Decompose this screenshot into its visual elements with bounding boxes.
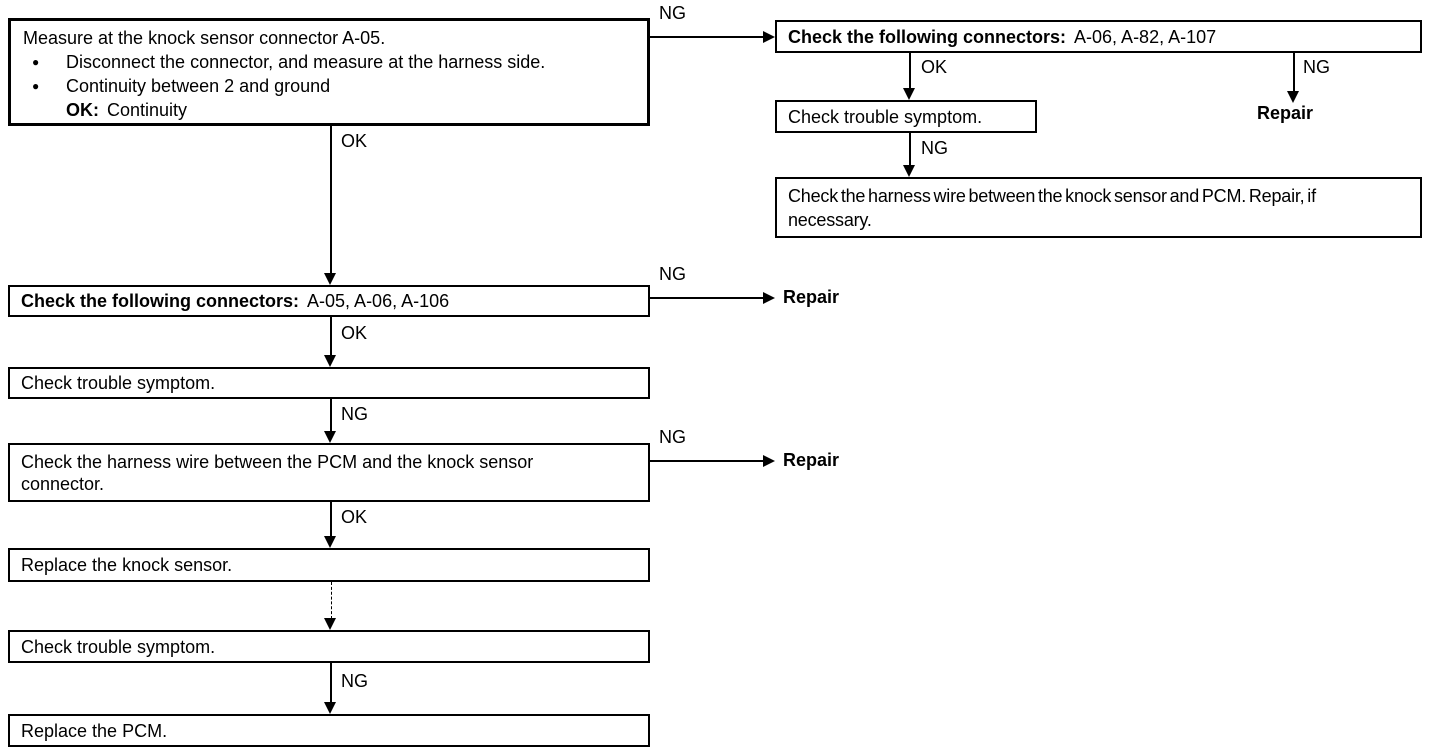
step-check-connectors-a05-a06-a106: Check the following connectors: A-05, A-0… — [8, 285, 650, 317]
step-label: Check trouble symptom. — [21, 373, 216, 393]
step-label-bold: Check the following connectors: — [788, 26, 1067, 47]
step-title: Measure at the knock sensor connector A-… — [23, 28, 386, 48]
bullet-icon: ● — [32, 55, 40, 69]
connector-line-ng-1 — [330, 399, 332, 432]
edge-label-ok: OK — [341, 131, 368, 151]
edge-label-ng: NG — [341, 404, 368, 424]
bullet-text: Continuity between 2 and ground — [66, 76, 331, 96]
edge-label-ng: NG — [341, 671, 368, 691]
arrowhead-down-icon — [324, 618, 336, 630]
bullet-line: ● Continuity between 2 and ground — [23, 74, 635, 98]
step-label: Check trouble symptom. — [788, 106, 983, 127]
step-replace-pcm: Replace the PCM. — [8, 714, 650, 747]
connector-line-ng-right-2 — [909, 133, 911, 166]
edge-label-ng: NG — [659, 427, 686, 447]
terminal-repair-2: Repair — [783, 450, 840, 470]
arrowhead-down-icon — [324, 702, 336, 714]
arrowhead-right-icon — [763, 455, 775, 467]
arrowhead-down-icon — [903, 88, 915, 100]
connector-line-ng-repair-1 — [650, 297, 764, 299]
arrowhead-down-icon — [324, 273, 336, 285]
step-label: Check the harness wire between the knock… — [788, 185, 1316, 230]
connector-line-ng-repair-2 — [650, 460, 764, 462]
edge-label-ng: NG — [921, 138, 948, 158]
arrowhead-right-icon — [763, 31, 775, 43]
ok-condition-value: Continuity — [107, 100, 188, 120]
step-check-trouble-symptom-2: Check trouble symptom. — [8, 630, 650, 663]
connector-line-ok-1 — [330, 126, 332, 274]
terminal-repair-1: Repair — [783, 287, 840, 307]
step-check-connectors-a06-a82-a107: Check the following connectors: A-06, A-8… — [775, 20, 1422, 53]
step-label: Replace the PCM. — [21, 720, 168, 741]
terminal-repair-3: Repair — [1257, 103, 1314, 123]
step-label-rest: A-06, A-82, A-107 — [1074, 26, 1217, 47]
step-measure-knock-sensor-connector: Measure at the knock sensor connector A-… — [8, 18, 650, 126]
edge-label-ok: OK — [341, 323, 368, 343]
bullet-line: ● Disconnect the connector, and measure … — [23, 50, 635, 74]
edge-label-ng: NG — [659, 264, 686, 284]
edge-label-ok: OK — [921, 57, 948, 77]
edge-label-ng: NG — [1303, 57, 1330, 77]
ok-condition-label: OK: — [66, 100, 99, 120]
step-label-rest: A-05, A-06, A-106 — [307, 291, 450, 311]
ok-condition-line: OK: Continuity — [66, 98, 635, 122]
step-check-harness-knock-sensor-pcm: Check the harness wire between the knock… — [775, 177, 1422, 238]
arrowhead-right-icon — [763, 292, 775, 304]
bullet-icon: ● — [32, 79, 40, 93]
step-label: Replace the knock sensor. — [21, 555, 233, 575]
arrowhead-down-icon — [324, 355, 336, 367]
connector-line-ok-2 — [330, 317, 332, 356]
connector-line-ng-2 — [330, 663, 332, 703]
edge-label-ng: NG — [659, 3, 686, 23]
connector-line-ok-right — [909, 53, 911, 89]
connector-line-ng-right-1 — [1293, 53, 1295, 92]
step-check-trouble-symptom-1: Check trouble symptom. — [8, 367, 650, 399]
arrowhead-down-icon — [324, 431, 336, 443]
step-label-bold: Check the following connectors: — [21, 291, 300, 311]
bullet-text: Disconnect the connector, and measure at… — [66, 52, 546, 72]
step-replace-knock-sensor: Replace the knock sensor. — [8, 548, 650, 582]
arrowhead-down-icon — [903, 165, 915, 177]
arrowhead-down-icon — [324, 536, 336, 548]
connector-line-ok-3 — [330, 502, 332, 537]
step-check-trouble-symptom-right: Check trouble symptom. — [775, 100, 1037, 133]
arrowhead-down-icon — [1287, 91, 1299, 103]
connector-line-ng-top — [650, 36, 764, 38]
step-label: Check the harness wire between the PCM a… — [21, 451, 534, 494]
edge-label-ok: OK — [341, 507, 368, 527]
step-label: Check trouble symptom. — [21, 636, 216, 657]
connector-line-dashed — [331, 582, 332, 619]
step-check-harness-pcm-knock-sensor: Check the harness wire between the PCM a… — [8, 443, 650, 502]
